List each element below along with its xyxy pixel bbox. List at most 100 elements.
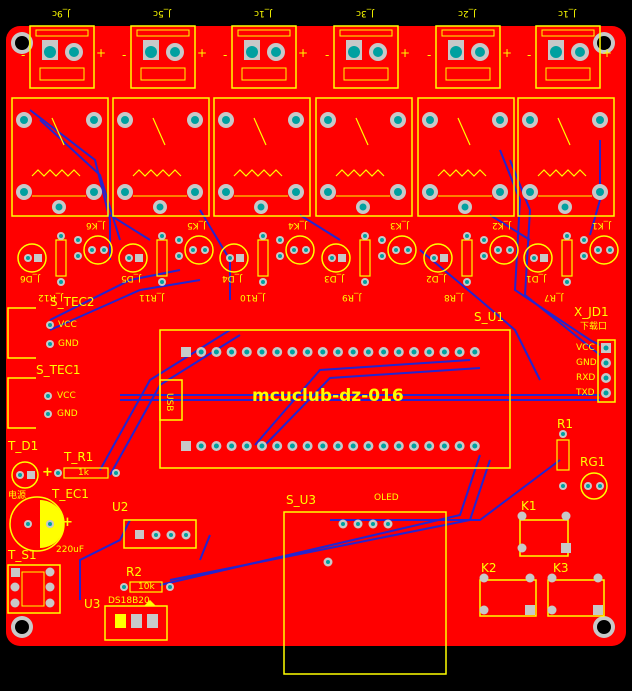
- relay-pad-hole: [121, 116, 129, 124]
- terminal-pad-hole: [450, 46, 462, 58]
- terminal-label: J_1c: [558, 8, 576, 18]
- jd1-header: [597, 339, 616, 403]
- transistor-pad-hole: [278, 238, 282, 242]
- jd-vcc-label: VCC: [576, 343, 595, 353]
- terminal-plus: +: [96, 46, 107, 60]
- transistor-outline: [184, 235, 214, 265]
- s-u3-label: S_U3: [286, 493, 317, 507]
- terminal-label: J_1c: [254, 8, 272, 18]
- transistor-pad-hole: [608, 248, 612, 252]
- led-label: J_D2: [426, 273, 446, 283]
- led-pad-hole: [127, 256, 131, 260]
- terminal-label-box: [39, 67, 85, 81]
- r2-value: 10k: [138, 582, 155, 592]
- t-s1-label: T_S1: [8, 548, 37, 562]
- power-section: [9, 461, 120, 552]
- ds18b20-label: DS18B20: [108, 596, 150, 606]
- transistor-outline: [387, 235, 417, 265]
- s-tec2-vcc: VCC: [58, 320, 77, 330]
- led-pad-hole: [432, 256, 436, 260]
- led-pad-hole: [228, 256, 232, 260]
- mcu-pin-hole: [441, 443, 447, 449]
- mcu-pin-hole: [198, 443, 204, 449]
- transistor-pad-hole: [582, 238, 586, 242]
- mcu-pin-hole: [396, 349, 402, 355]
- s-tec1-vcc: VCC: [57, 391, 76, 401]
- terminal-plus: +: [400, 46, 411, 60]
- led-label: J_D3: [324, 273, 344, 283]
- terminal-outline: [333, 25, 399, 89]
- jd-gnd-label: GND: [576, 358, 597, 368]
- terminal-label: J_9c: [52, 8, 70, 18]
- mcu-pin-hole: [335, 349, 341, 355]
- relay-outline: [315, 97, 413, 217]
- resistor-pad-hole: [363, 234, 367, 238]
- terminal-pad-hole: [348, 46, 360, 58]
- mcu-pin-hole: [365, 349, 371, 355]
- mcu-pin-hole: [350, 349, 356, 355]
- mcu-pin-hole: [350, 443, 356, 449]
- led-pad-hole: [330, 256, 334, 260]
- usb-outline: [159, 379, 183, 421]
- mcu-pin-hole: [365, 443, 371, 449]
- transistor-pad-hole: [278, 254, 282, 258]
- mcu-pin-square: [181, 441, 191, 451]
- mcu-pins: [181, 347, 480, 451]
- k1-label: K1: [521, 499, 537, 513]
- terminal-plus: +: [298, 46, 309, 60]
- mcu-pin-hole: [381, 349, 387, 355]
- relay-outline: [11, 97, 109, 217]
- jd-rxd-label: RXD: [576, 373, 596, 383]
- mounting-holes: [11, 32, 615, 638]
- mcu-pin-hole: [274, 349, 280, 355]
- transistor-pad-hole: [482, 238, 486, 242]
- terminal-label: J_3c: [356, 8, 374, 18]
- resistor-pad-hole: [261, 234, 265, 238]
- u3-label: U3: [84, 597, 101, 611]
- terminal-pad-hole: [69, 47, 79, 57]
- mcu-pin-hole: [411, 349, 417, 355]
- resistor-pad-hole: [160, 234, 164, 238]
- relay-pad-hole: [292, 116, 300, 124]
- terminal-pad-hole: [170, 47, 180, 57]
- relay-label: J_K5: [187, 220, 206, 230]
- terminal-minus: -: [527, 48, 532, 62]
- pcb-board: [6, 26, 626, 646]
- terminal-minus: -: [122, 48, 127, 62]
- resistor-pad-hole: [261, 280, 265, 284]
- terminal-label-box: [140, 67, 186, 81]
- resistor-label: J_R10: [240, 292, 265, 302]
- terminal-pad-hole: [145, 46, 157, 58]
- relay-contact: [253, 117, 267, 146]
- transistor-pad-hole: [76, 254, 80, 258]
- terminal-minus: -: [223, 48, 228, 62]
- resistor-label: J_R11: [139, 292, 164, 302]
- relay-coil: [132, 169, 182, 177]
- relay-pad-hole: [561, 203, 569, 211]
- relay-pad-hole: [596, 188, 604, 196]
- relay-pad-hole: [121, 188, 129, 196]
- terminal-outline: [29, 25, 95, 89]
- mcu-pin-hole: [320, 349, 326, 355]
- r2-label: R2: [126, 565, 142, 579]
- led-pad-square: [540, 254, 548, 262]
- relay-pad-hole: [394, 116, 402, 124]
- relay-outline: [517, 97, 615, 217]
- jd1-pads: [601, 343, 611, 398]
- k2-label: K2: [481, 561, 497, 575]
- top-connectors: [29, 25, 601, 89]
- relay-pad-hole: [292, 188, 300, 196]
- x-jd1-note: 下载口: [580, 322, 608, 332]
- relay-pad-hole: [156, 203, 164, 211]
- terminal-label-box: [445, 67, 491, 81]
- u3-sensor: [104, 600, 168, 641]
- transistor-pad-hole: [102, 248, 106, 252]
- terminal-label-box: [343, 67, 389, 81]
- resistor-label: J_R9: [342, 292, 362, 302]
- transistor-pad-hole: [380, 254, 384, 258]
- relay-outline: [112, 97, 210, 217]
- relay-pad-hole: [526, 188, 534, 196]
- mcu-pin-hole: [229, 443, 235, 449]
- relay-label: J_K2: [492, 220, 511, 230]
- terminal-pad-hole: [44, 46, 56, 58]
